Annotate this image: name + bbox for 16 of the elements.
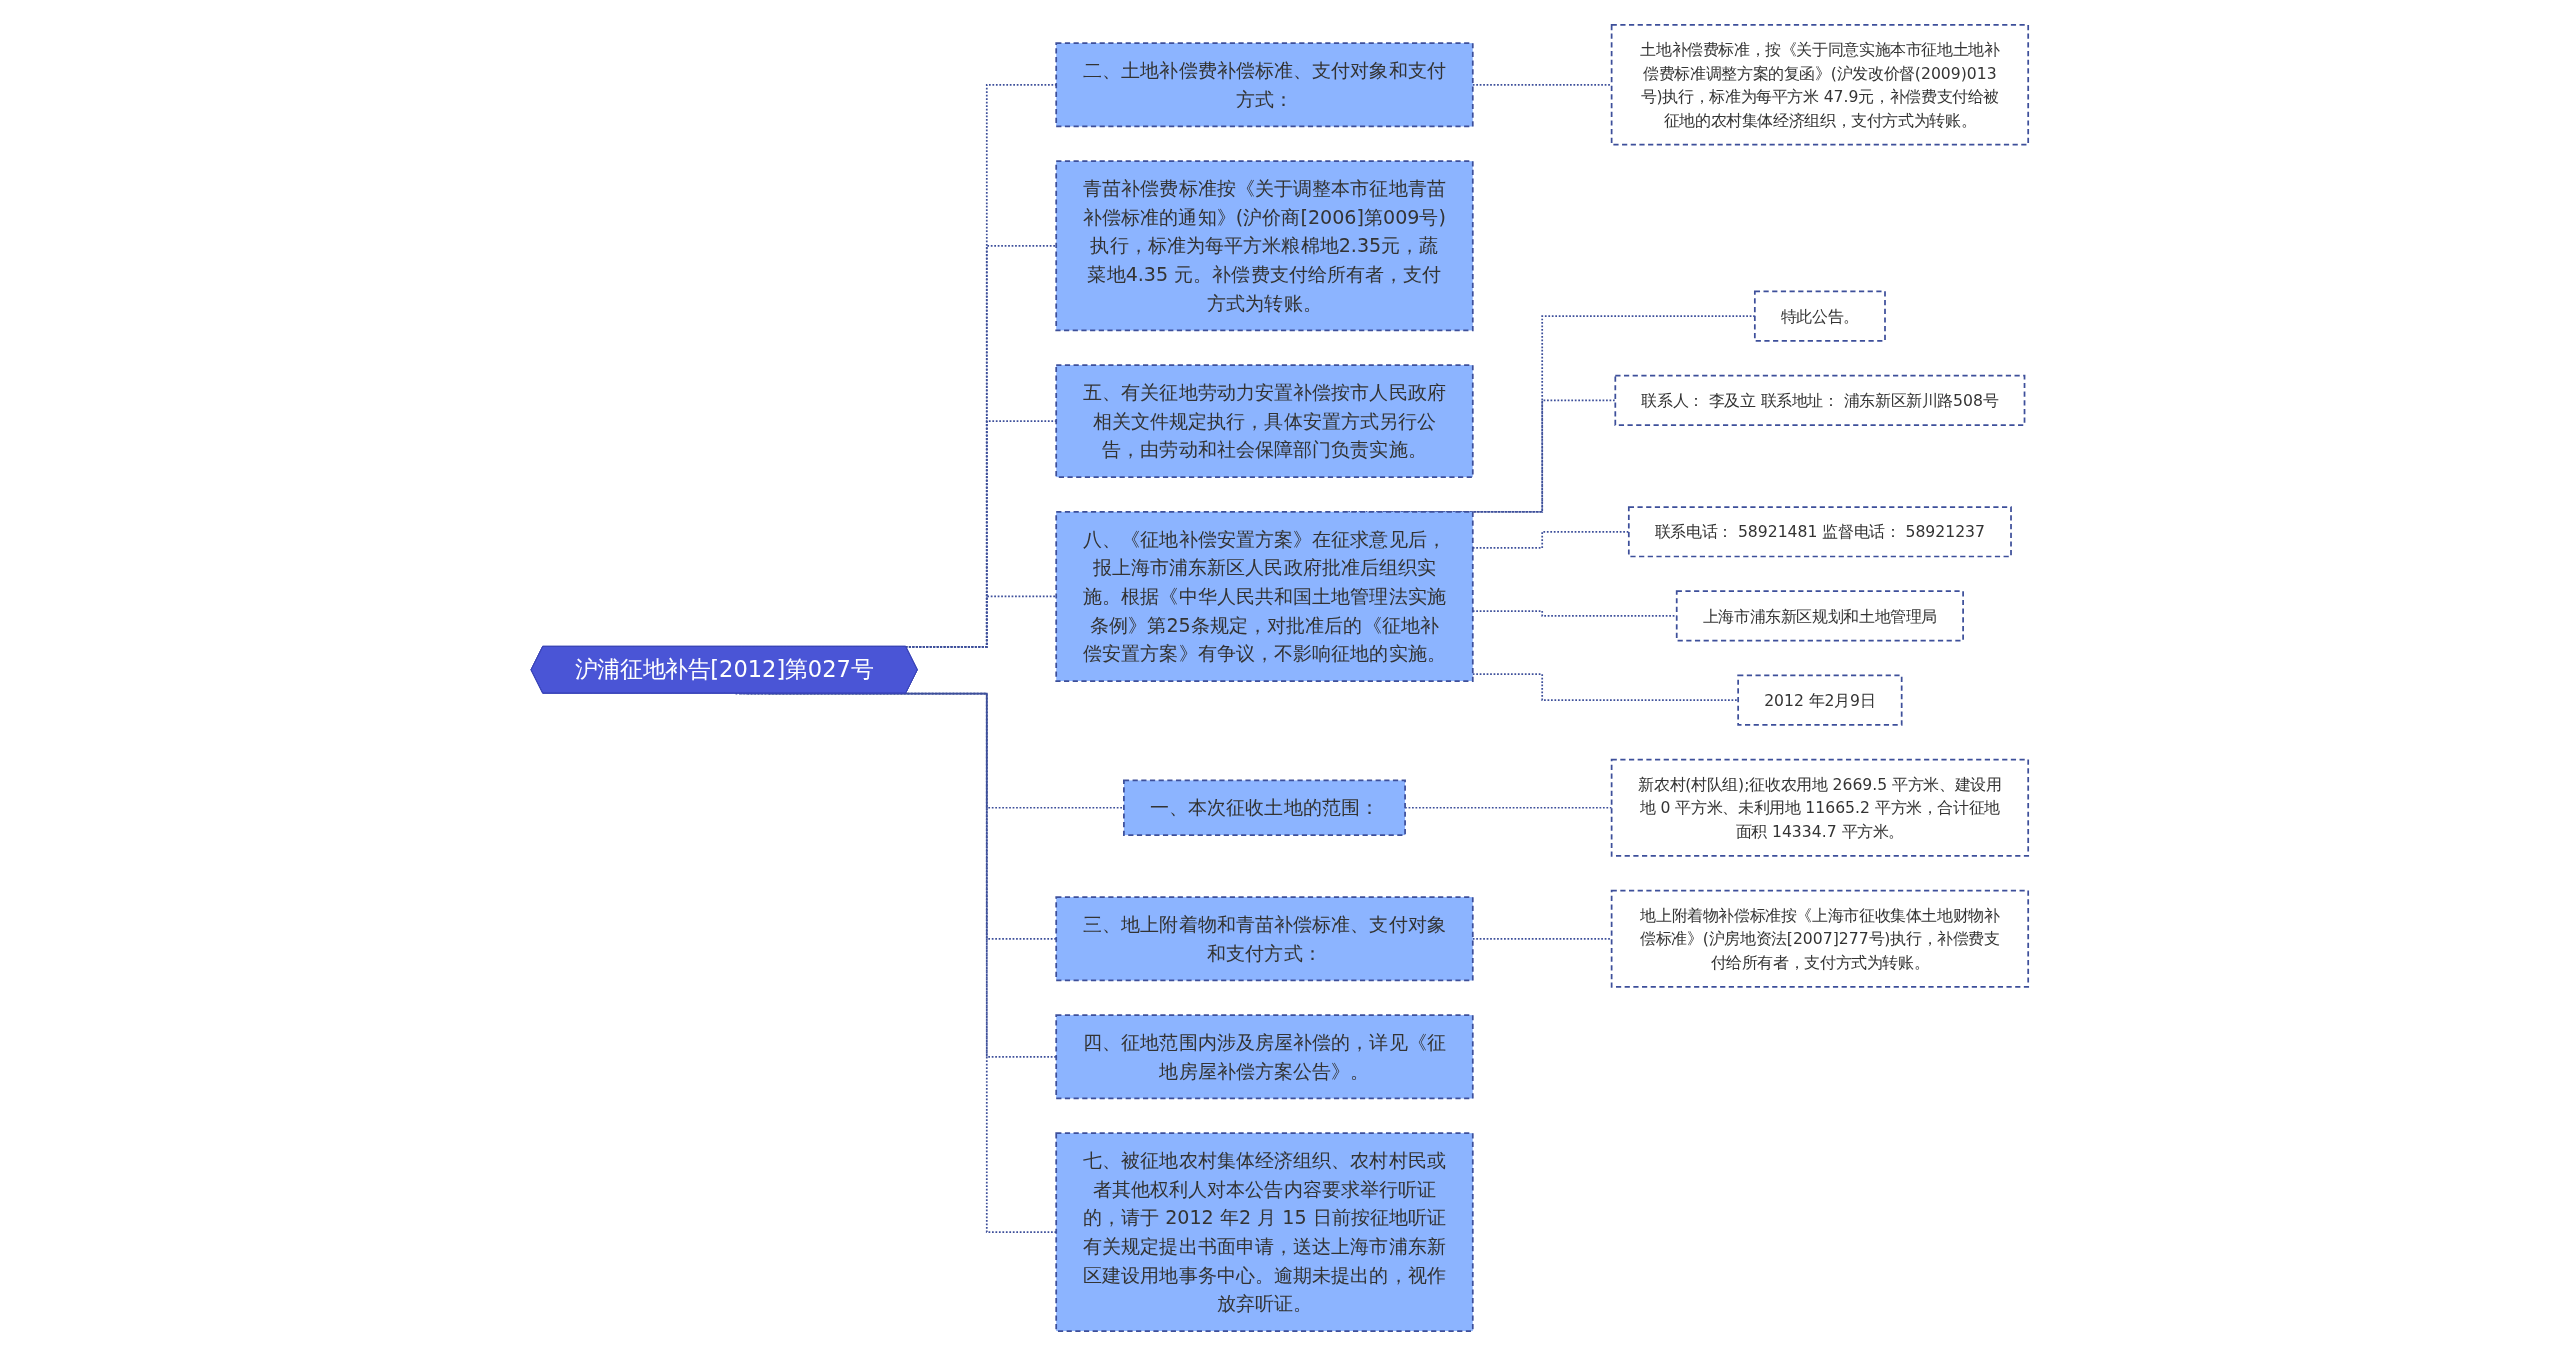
node-box: 新农村(村队组);征收农用地 2669.5 平方米、建设用地 0 平方米、未利用地 11665.2 平方米，合计征地面积 14334.7 平方米。 <box>1611 758 2030 857</box>
node-box: 三、地上附着物和青苗补偿标准、支付对象和支付方式： <box>1055 895 1475 981</box>
node-box: 五、有关征地劳动力安置补偿按市人民政府相关文件规定执行，具体安置方式另行公告，由劳动和社会保障部门负责实施。 <box>1055 363 1475 478</box>
node-box: 一、本次征收土地的范围： <box>1123 779 1407 836</box>
node-box: 地上附着物补偿标准按《上海市征收集体土地财物补偿标准》(沪房地资法[2007]277号)执行，补偿费支付给所有者，支付方式为转账。 <box>1611 889 2030 988</box>
node-box: 特此公告。 <box>1754 290 1887 342</box>
node-box: 四、征地范围内涉及房屋补偿的，详见《征地房屋补偿方案公告》。 <box>1055 1013 1475 1099</box>
node-box: 青苗补偿费标准按《关于调整本市征地青苗补偿标准的通知》(沪价商[2006]第009号)执行，标准为每平方米粮棉地2.35元，蔬菜地4.35 元。补偿费支付给所有者，支付方式为转账。 <box>1055 159 1475 331</box>
node-box: 七、被征地农村集体经济组织、农村村民或者其他权利人对本公告内容要求举行听证的，请于 2012 年2 月 15 日前按征地听证有关规定提出书面申请，送达上海市浦东新区建设用地事务中心。逾期未提出的，视作放弃听证。 <box>1055 1131 1475 1332</box>
node-box: 八、《征地补偿安置方案》在征求意见后，报上海市浦东新区人民政府批准后组织实施。根据《中华人民共和国土地管理法实施条例》第25条规定，对批准后的《征地补偿安置方案》有争议，不影响征地的实施。 <box>1055 510 1475 682</box>
node-box: 联系人： 李及立 联系地址： 浦东新区新川路508号 <box>1614 374 2026 426</box>
node-box: 上海市浦东新区规划和土地管理局 <box>1676 589 1965 642</box>
node-box: 土地补偿费标准，按《关于同意实施本市征地土地补偿费标准调整方案的复函》(沪发改价督(2009)013号)执行，标准为每平方米 47.9元，补偿费支付给被征地的农村集体经济组织，支付方式为转账。 <box>1611 23 2030 146</box>
node-box: 联系电话： 58921481 监督电话： 58921237 <box>1628 505 2013 557</box>
node-box: 2012 年2月9日 <box>1737 674 1903 726</box>
node-box: 二、土地补偿费补偿标准、支付对象和支付方式： <box>1055 41 1475 127</box>
